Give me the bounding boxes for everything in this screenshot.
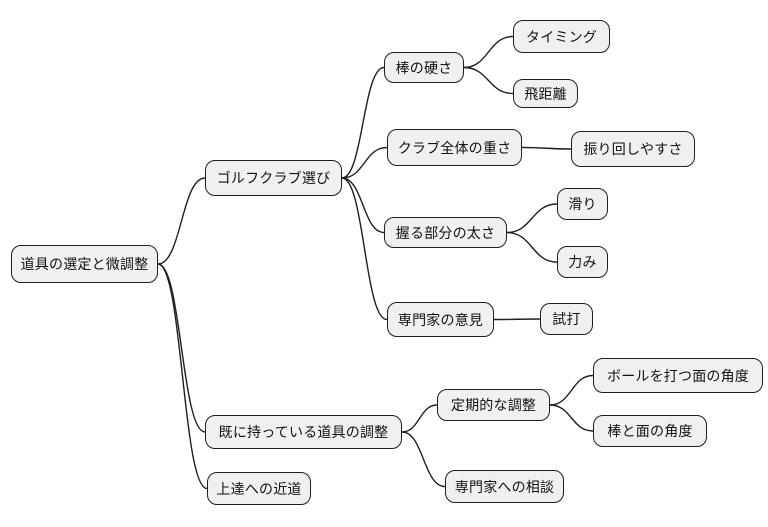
mindmap-node-timing: タイミング	[513, 20, 610, 53]
mindmap-node-consult-expert: 専門家への相談	[445, 470, 564, 503]
mindmap-edge-shaft-stiffness-to-flight-distance	[463, 66, 514, 95]
mindmap-node-swing-ease: 振り回しやすさ	[571, 131, 695, 167]
mindmap-edge-grip-thickness-to-tension	[506, 231, 558, 263]
mindmap-edge-golf-club-choice-to-grip-thickness	[341, 177, 385, 234]
mindmap-edge-grip-thickness-to-slip	[506, 203, 558, 234]
mindmap-node-shaft-face-angle: 棒と面の角度	[593, 415, 707, 447]
mindmap-edge-shaft-stiffness-to-timing	[463, 35, 514, 69]
mindmap-node-test-hit: 試打	[540, 303, 593, 335]
mindmap-node-tension: 力み	[557, 246, 608, 278]
mindmap-edge-root-to-adjust-own-tools	[157, 263, 206, 433]
mindmap-node-golf-club-choice: ゴルフクラブ選び	[205, 160, 342, 196]
mindmap-node-periodic-adjust: 定期的な調整	[437, 389, 550, 421]
mindmap-edge-periodic-adjust-to-face-angle	[549, 374, 594, 406]
mindmap-edge-club-weight-to-swing-ease	[521, 146, 572, 150]
mindmap-node-adjust-own-tools: 既に持っている道具の調整	[205, 415, 402, 449]
mindmap-node-grip-thickness: 握る部分の太さ	[384, 217, 507, 248]
mindmap-node-slip: 滑り	[557, 188, 608, 220]
mindmap-node-club-weight: クラブ全体の重さ	[387, 129, 522, 166]
mindmap-node-shaft-stiffness: 棒の硬さ	[384, 52, 464, 83]
mindmap-edge-adjust-own-tools-to-consult-expert	[401, 431, 446, 488]
mindmap-node-flight-distance: 飛距離	[513, 79, 578, 108]
mindmap-edge-expert-opinion-to-test-hit	[493, 318, 541, 321]
mindmap-edge-golf-club-choice-to-club-weight	[341, 146, 388, 179]
mindmap-edge-golf-club-choice-to-shaft-stiffness	[341, 66, 385, 179]
mindmap-node-expert-opinion: 専門家の意見	[387, 302, 494, 337]
mindmap-edge-root-to-shortcut	[157, 263, 208, 490]
mindmap-edge-golf-club-choice-to-expert-opinion	[341, 177, 388, 321]
mindmap-node-shortcut: 上達への近道	[207, 472, 311, 505]
mindmap-node-face-angle: ボールを打つ面の角度	[593, 358, 763, 393]
mindmap-edge-periodic-adjust-to-shaft-face-angle	[549, 404, 594, 432]
mindmap-node-root: 道具の選定と微調整	[11, 245, 158, 283]
mindmap-edge-adjust-own-tools-to-periodic-adjust	[401, 404, 438, 433]
mindmap-edge-root-to-golf-club-choice	[157, 177, 206, 265]
